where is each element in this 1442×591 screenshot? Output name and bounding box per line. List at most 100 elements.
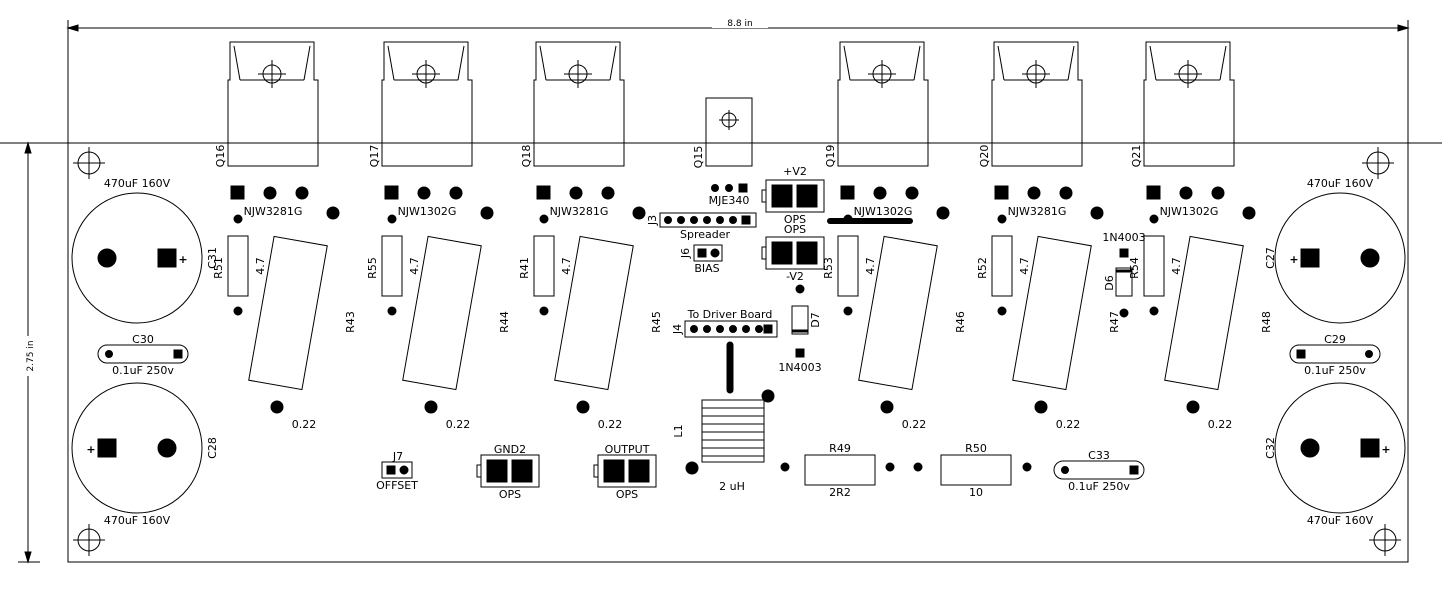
d7-ref: D7 [809,312,822,327]
height-dimension-label: 2.75 in [26,340,36,371]
q15-ref: Q15 [692,146,705,169]
mounting-hole-bottom-right [1369,524,1401,556]
c29-ref: C29 [1324,333,1346,346]
r49-ref: R49 [829,442,851,455]
transistor-ref: Q20 [978,145,991,168]
resistor-value: 0.22 [1056,418,1081,431]
c33-ref: C33 [1088,449,1110,462]
connector-j4: To Driver Board J4 [671,308,778,338]
polarity-plus-icon: + [1381,443,1390,456]
mounting-hole-top-right [1362,147,1394,179]
transistor-ref: Q17 [368,145,381,168]
pad-positive [97,438,117,458]
neg-supply-name: -V2 [786,270,804,283]
resistor-r54: R54 4.7 [1128,214,1183,316]
connector-neg-supply: OPS -V2 [761,223,825,283]
pin-round [417,186,431,200]
polarity-plus-icon: + [86,443,95,456]
l1-value: 2 uH [719,480,745,493]
diode-d6: 1N4003 D6 [1102,231,1146,318]
transistor-ref: Q16 [214,145,227,168]
diode-d7: D7 1N4003 [778,284,822,374]
pin-square [1146,185,1161,200]
resistor-value: 4.7 [1018,257,1031,275]
resistor-r50: R50 10 [913,442,1032,499]
cap-value: 470uF 160V [104,514,171,527]
pin-round [905,186,919,200]
polarity-plus-icon: + [178,253,187,266]
transistor-part: NJW1302G [1160,205,1219,218]
gnd-name: GND2 [494,443,526,456]
transistor-ref: Q19 [824,145,837,168]
cap-ref: C28 [206,437,219,459]
pin-round [569,186,583,200]
width-dimension-label: 8.8 in [727,19,752,29]
resistor-ref: R45 [650,311,663,333]
pin-round [1027,186,1041,200]
pin-round [1211,186,1225,200]
c30-value: 0.1uF 250v [112,364,174,377]
pin-round [449,186,463,200]
resistor-r48: R48 0.22 [1164,206,1273,431]
pin-square [536,185,551,200]
pad-negative [97,248,117,268]
transistor-ref: Q18 [520,145,533,168]
pin-round [295,186,309,200]
transistor-ref: Q21 [1130,145,1143,168]
q15-part: MJE340 [709,194,750,207]
resistor-ref: R54 [1128,257,1141,279]
pad-positive [157,248,177,268]
resistor-value: 4.7 [560,257,573,275]
film-cap-c30: C30 0.1uF 250v [97,333,189,377]
pad-positive [1360,438,1380,458]
transistor-part: NJW3281G [550,205,609,218]
c29-value: 0.1uF 250v [1304,364,1366,377]
cap-ref: C31 [206,247,219,269]
mounting-hole-top-left [73,147,105,179]
pin-round [601,186,615,200]
polarity-plus-icon: + [1289,253,1298,266]
j3-ref: J3 [646,215,659,226]
pin-square [994,185,1009,200]
mounting-hole-bottom-left [73,524,105,556]
resistor-ref: R55 [366,257,379,279]
j7-label: OFFSET [376,479,418,492]
resistor-value: 0.22 [1208,418,1233,431]
j6-label: BIAS [694,262,719,275]
transistor-part: NJW3281G [1008,205,1067,218]
j4-ref: J4 [671,324,684,335]
resistor-ref: R41 [518,257,531,279]
pin-round [873,186,887,200]
gnd-label: OPS [499,488,521,501]
resistor-value: 0.22 [598,418,623,431]
j6-ref: J6 [679,248,692,259]
resistor-value: 4.7 [1170,257,1183,275]
resistor-ref: R47 [1108,311,1121,333]
connector-j6: J6 BIAS [679,244,723,275]
connector-gnd: GND2 OPS [476,443,540,501]
cap-value: 470uF 160V [1307,177,1374,190]
l1-ref: L1 [672,424,685,437]
transistor-q15: Q15 MJE340 [692,97,753,207]
resistor-ref: R48 [1260,311,1273,333]
cap-value: 470uF 160V [1307,514,1374,527]
resistor-value: 0.22 [446,418,471,431]
film-cap-c33: C33 0.1uF 250v [1053,449,1145,493]
pad-negative [1360,248,1380,268]
r50-value: 10 [969,486,983,499]
resistor-r49: R49 2R2 [780,442,895,499]
